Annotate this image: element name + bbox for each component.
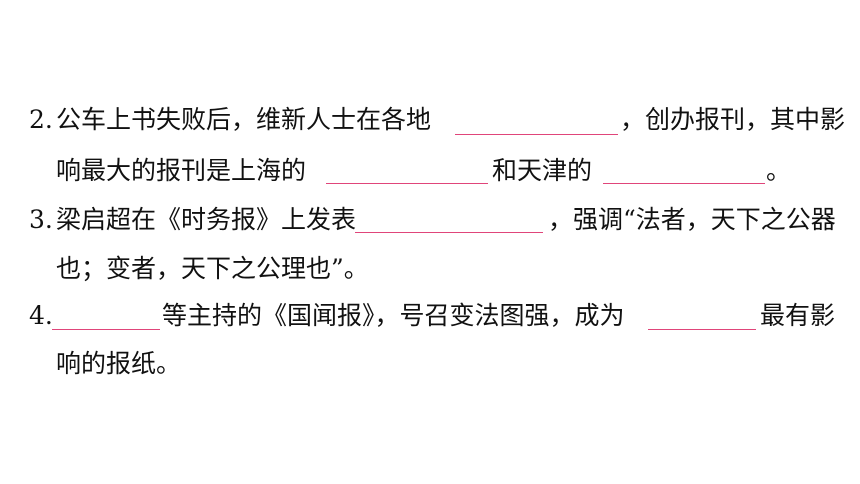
question-2-text-d: 和天津的: [492, 156, 593, 185]
question-3-number: 3.: [29, 205, 53, 234]
question-2-blank-1[interactable]: [455, 134, 618, 135]
question-4-text-b: 最有影: [760, 301, 836, 330]
question-4-text-a: 等主持的《国闻报》，号召变法图强，成为: [162, 301, 625, 330]
question-2-text-a: 公车上书失败后，维新人士在各地: [56, 105, 432, 134]
question-2-blank-2[interactable]: [326, 183, 488, 184]
question-3-blank-1[interactable]: [355, 232, 543, 233]
question-3-text-c: 也；变者，天下之公理也”。: [56, 254, 369, 283]
question-4-blank-1[interactable]: [52, 329, 160, 330]
question-2-text-b: ，创办报刊，其中影: [620, 105, 846, 134]
question-4-blank-2[interactable]: [648, 329, 756, 330]
question-2-number: 2.: [29, 105, 53, 134]
question-2-text-c: 响最大的报刊是上海的: [56, 156, 307, 185]
question-4-number: 4.: [29, 301, 53, 330]
question-3-text-b: ，强调“法者，天下之公器: [548, 205, 836, 234]
question-2-blank-3[interactable]: [603, 183, 765, 184]
question-2-text-e: 。: [766, 156, 792, 185]
question-3-text-a: 梁启超在《时务报》上发表: [56, 205, 357, 234]
question-4-text-c: 响的报纸。: [56, 349, 182, 378]
